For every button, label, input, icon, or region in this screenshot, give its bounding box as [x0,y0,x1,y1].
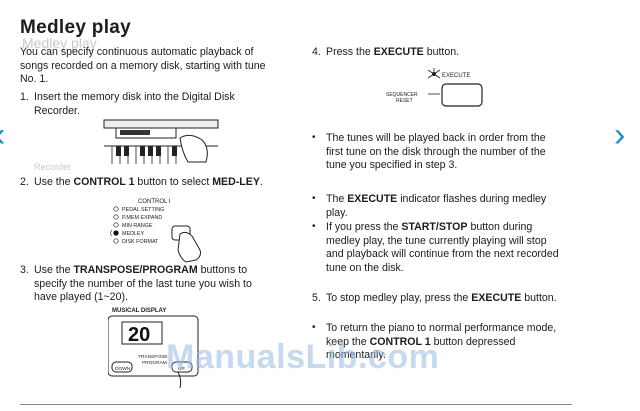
reset-label: RESET [396,98,413,104]
previous-page-arrow-icon[interactable]: ‹ [0,118,5,152]
up-button-label: UP [178,366,185,372]
step4-text: Press the EXECUTE button. [326,46,460,58]
up-button [171,361,193,373]
control-panel-heading: CONTROL I [138,199,171,205]
bullet-1-text: The tunes will be played back in order f… [326,132,546,172]
step1-number: 1. [20,91,29,103]
bullet-2-marker: • [312,193,316,204]
control-option-list: PEDAL SETTING P.MEM EXPAND MIN RANGE MED… [113,206,164,245]
step5-number: 5. [312,292,321,304]
execute-button [441,83,483,107]
step2-number: 2. [20,176,29,188]
step5-text: To stop medley play, press the EXECUTE b… [326,292,557,304]
bottom-divider [20,404,572,405]
bleed-through-text: Recorder [34,162,72,172]
disk-recorder-illustration [103,119,219,164]
intro-paragraph: You can specify continuous automatic pla… [20,46,266,86]
page-title: Medley play [20,17,132,38]
bullet-3-text: If you press the START/STOP button durin… [326,221,559,274]
step4-number: 4. [312,46,321,58]
display-label-program: PROGRAM [142,360,167,366]
control-option-disk-format: DISK FORMAT [122,239,159,245]
sequencer-label: SEQUENCER [386,92,418,98]
control-1-panel-illustration: CONTROL I PEDAL SETTING P.MEM EXPAND MIN… [110,199,201,263]
control-option-pmem-expand: P.MEM EXPAND [122,215,162,221]
next-page-arrow-icon[interactable]: › [614,116,626,154]
step1-text: Insert the memory disk into the Digital … [34,91,235,117]
step3-text: Use the TRANSPOSE/PROGRAM buttons to spe… [34,264,252,304]
watermark: ManualsLib.com [166,338,440,376]
execute-panel-illustration: EXECUTE SEQUENCER RESET [386,68,483,107]
control-option-min-range: MIN RANGE [122,223,153,229]
bullet-4-text: To return the piano to normal performanc… [326,322,557,362]
step2-text: Use the CONTROL 1 button to select MED-L… [34,176,263,188]
bullet-4-marker: • [312,322,316,333]
bullet-2-text: The EXECUTE indicator flashes during med… [326,193,547,219]
bullet-1-marker: • [312,132,316,143]
display-readout: 20 [128,324,150,346]
step3-number: 3. [20,264,29,276]
bleed-through-title: Medley play [22,35,97,51]
control-option-pedal-setting: PEDAL SETTING [122,207,164,213]
display-heading: MUSICAL DISPLAY [112,308,166,314]
control-option-medley: MEDLEY [122,231,145,237]
bullet-3-marker: • [312,221,316,232]
down-button-label: DOWN [115,366,131,372]
down-button [111,361,133,373]
musical-display-illustration: MUSICAL DISPLAY 20 TRANSPOSE PROGRAM DOW… [108,308,199,389]
execute-label: EXECUTE [442,73,470,79]
display-label-transpose: TRANSPOSE [138,354,168,360]
